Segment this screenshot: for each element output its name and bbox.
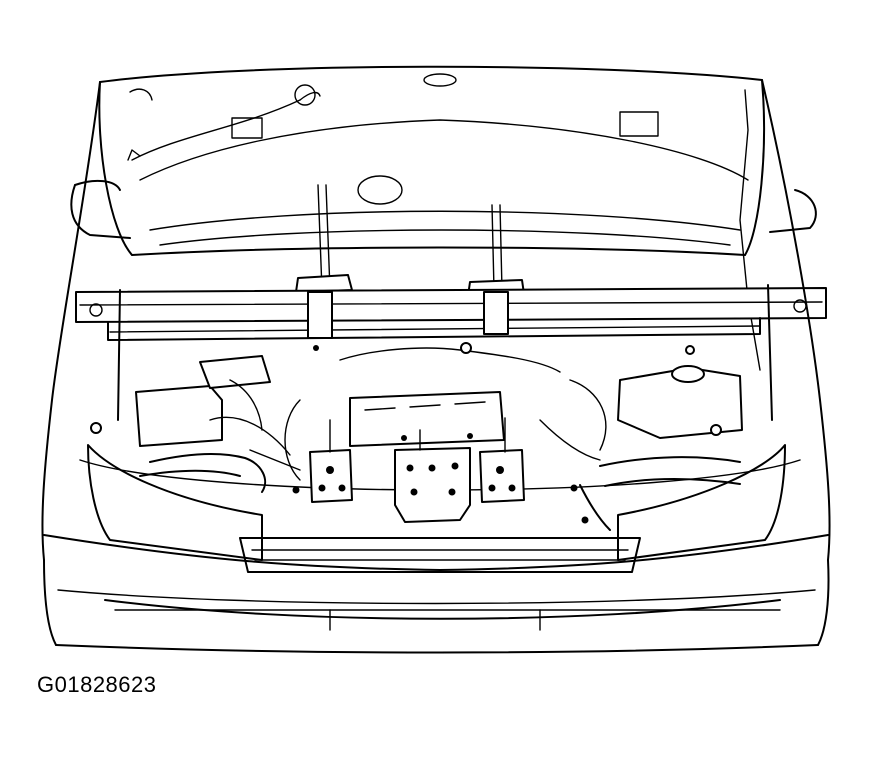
hood-support-rods bbox=[296, 185, 524, 296]
raised-hood bbox=[99, 67, 764, 370]
support-bar bbox=[76, 285, 826, 420]
figure-id-label: G01828623 bbox=[37, 672, 157, 697]
fasteners bbox=[292, 345, 589, 524]
engine-components bbox=[91, 343, 742, 530]
vehicle-front-body bbox=[42, 80, 829, 653]
